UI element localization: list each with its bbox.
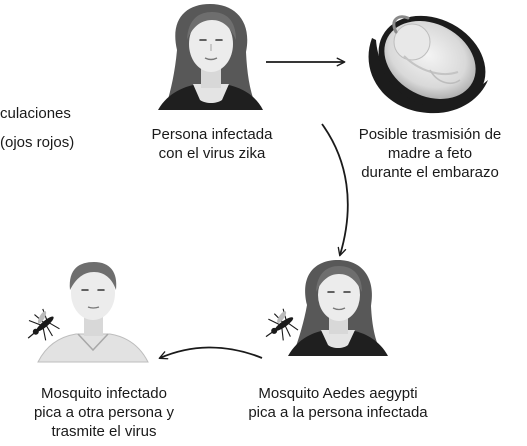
caption-line: pica a otra persona y <box>33 404 175 421</box>
symptoms-line-2: (ojos rojos) <box>0 134 75 151</box>
mosquito-icon <box>265 308 299 341</box>
caption-line: pica a la persona infectada <box>248 404 428 421</box>
infected-person-caption: Persona infectada con el virus zika <box>132 125 292 163</box>
fetus-caption: Posible trasmisión de madre a feto duran… <box>340 125 520 182</box>
woman-portrait-icon <box>158 4 263 110</box>
arrow-person-to-mosquito <box>321 123 349 257</box>
mosquito-bites-other-caption: Mosquito infectado pica a otra persona y… <box>18 384 190 441</box>
caption-line: Posible trasmisión de <box>358 126 502 143</box>
caption-line: trasmite el virus <box>51 423 157 440</box>
caption-line: Mosquito Aedes aegypti <box>258 385 418 402</box>
mosquito-bites-infected-caption: Mosquito Aedes aegypti pica a la persona… <box>238 384 438 422</box>
symptoms-line-1: culaciones <box>0 105 71 122</box>
caption-line: Mosquito infectado <box>41 385 167 402</box>
symptoms-text: culaciones (ojos rojos) <box>0 104 74 152</box>
caption-line: Persona infectada <box>151 126 273 143</box>
arrow-mosquito-to-other-person <box>158 346 263 360</box>
fetus-in-womb-icon <box>368 15 488 114</box>
woman-with-mosquito-icon <box>265 260 388 356</box>
man-with-mosquito-icon <box>27 262 149 363</box>
caption-line: madre a feto <box>387 145 473 162</box>
caption-line: durante el embarazo <box>361 164 499 181</box>
caption-line: con el virus zika <box>158 145 266 162</box>
mosquito-icon <box>27 308 60 341</box>
